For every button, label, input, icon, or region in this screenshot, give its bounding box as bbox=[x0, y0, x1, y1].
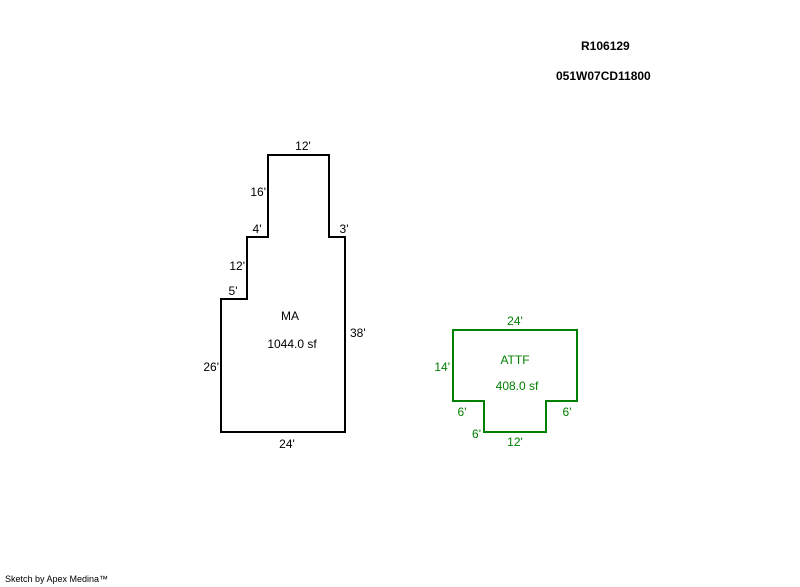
attf-label: ATTF bbox=[500, 353, 529, 367]
dim-label: 6' bbox=[563, 405, 572, 419]
ma-label: MA bbox=[281, 309, 299, 323]
dim-label: 6' bbox=[458, 405, 467, 419]
dim-label: 6' bbox=[472, 427, 481, 441]
ma-outline bbox=[220, 154, 346, 433]
dim-label: 3' bbox=[340, 222, 349, 236]
dim-label: 16' bbox=[250, 185, 266, 199]
dim-label: 12' bbox=[507, 435, 523, 449]
dim-label: 5' bbox=[229, 284, 238, 298]
dim-label: 14' bbox=[434, 360, 450, 374]
dim-label: 12' bbox=[295, 139, 311, 153]
area-ma: MA 1044.0 sf 12' 16' 4' 3' 12' 5' 38' 26… bbox=[203, 139, 365, 451]
ma-area: 1044.0 sf bbox=[267, 337, 317, 351]
parcel-id: R106129 bbox=[581, 39, 630, 53]
dim-label: 24' bbox=[507, 314, 523, 328]
dim-label: 38' bbox=[350, 326, 366, 340]
dim-label: 24' bbox=[279, 437, 295, 451]
attf-outline bbox=[452, 329, 578, 433]
area-attf: ATTF 408.0 sf 24' 14' 6' 6' 6' 12' bbox=[434, 314, 578, 449]
dim-label: 12' bbox=[229, 259, 245, 273]
footer-credit: Sketch by Apex Medina™ bbox=[5, 574, 109, 584]
dim-label: 4' bbox=[253, 222, 262, 236]
dim-label: 26' bbox=[203, 360, 219, 374]
attf-area: 408.0 sf bbox=[496, 379, 539, 393]
map-number: 051W07CD11800 bbox=[556, 69, 651, 83]
